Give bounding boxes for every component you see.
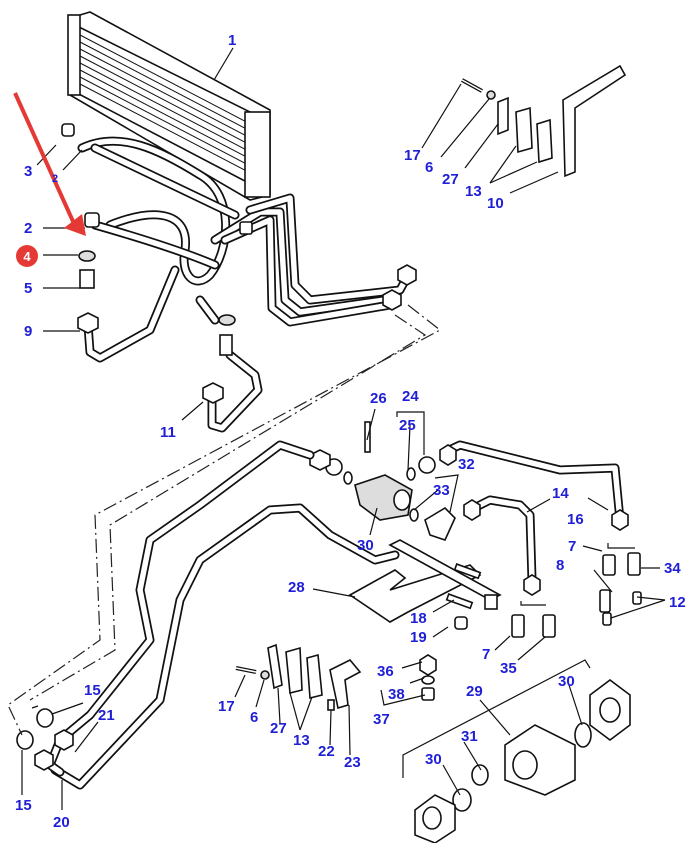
- callout-33[interactable]: 33: [433, 482, 450, 499]
- callout-27[interactable]: 27: [442, 171, 459, 188]
- callout-13[interactable]: 13: [465, 183, 482, 200]
- callout-25[interactable]: 25: [399, 417, 416, 434]
- callout-27-lower[interactable]: 27: [270, 720, 287, 737]
- upper-bracket-parts: [461, 64, 627, 178]
- lower-clamp-parts: [235, 643, 362, 711]
- callout-32[interactable]: 32: [458, 456, 475, 473]
- callout-8[interactable]: 8: [556, 557, 565, 574]
- callout-18[interactable]: 18: [410, 610, 427, 627]
- callout-35[interactable]: 35: [500, 660, 517, 677]
- callout-5[interactable]: 5: [24, 280, 33, 297]
- callout-7-upper[interactable]: 7: [568, 538, 577, 555]
- callout-36[interactable]: 36: [377, 663, 394, 680]
- callout-14[interactable]: 14: [552, 485, 569, 502]
- callout-20[interactable]: 20: [53, 814, 70, 831]
- pipes-14-16: [439, 440, 629, 596]
- callout-6-lower[interactable]: 6: [250, 709, 259, 726]
- callout-17-lower[interactable]: 17: [218, 698, 235, 715]
- highlight-arrow: [13, 92, 86, 236]
- valve-assembly: [309, 421, 456, 541]
- callout-28[interactable]: 28: [288, 579, 305, 596]
- callout-15-upper[interactable]: 15: [84, 682, 101, 699]
- callout-2-hidden[interactable]: 2: [52, 173, 59, 185]
- connection-lines: [7, 304, 442, 736]
- callout-24[interactable]: 24: [402, 388, 419, 405]
- thermostat-housing: [414, 679, 631, 843]
- callout-31[interactable]: 31: [461, 728, 478, 745]
- callout-21[interactable]: 21: [98, 707, 115, 724]
- lower-pipes: [16, 440, 400, 790]
- oil-cooler: [67, 11, 271, 201]
- right-fittings: [511, 552, 642, 638]
- callout-30-right[interactable]: 30: [558, 673, 575, 690]
- callout-34[interactable]: 34: [664, 560, 681, 577]
- callout-12[interactable]: 12: [669, 594, 686, 611]
- callout-11[interactable]: 11: [160, 424, 176, 441]
- callout-9[interactable]: 9: [24, 323, 33, 340]
- callout-29[interactable]: 29: [466, 683, 483, 700]
- callout-1[interactable]: 1: [228, 32, 237, 49]
- callout-38[interactable]: 38: [388, 686, 405, 703]
- callout-17[interactable]: 17: [404, 147, 421, 164]
- callout-37[interactable]: 37: [373, 711, 390, 728]
- callout-7-lower[interactable]: 7: [482, 646, 491, 663]
- bracket-plate: [348, 539, 502, 630]
- callout-4-highlighted-badge[interactable]: 4: [16, 245, 38, 267]
- callout-30-left[interactable]: 30: [425, 751, 442, 768]
- leader-lines: [21, 47, 666, 810]
- upper-fittings: [61, 123, 417, 404]
- callout-13-lower[interactable]: 13: [293, 732, 310, 749]
- callout-23[interactable]: 23: [344, 754, 361, 771]
- callout-6[interactable]: 6: [425, 159, 434, 176]
- callout-2[interactable]: 2: [24, 220, 33, 237]
- bottom-small-parts: [419, 654, 437, 701]
- callout-19[interactable]: 19: [410, 629, 427, 646]
- upper-pipes: [77, 136, 413, 433]
- callout-3[interactable]: 3: [24, 163, 33, 180]
- callout-15-lower[interactable]: 15: [15, 797, 32, 814]
- callout-26[interactable]: 26: [370, 390, 387, 407]
- callout-10[interactable]: 10: [487, 195, 504, 212]
- callout-22[interactable]: 22: [318, 743, 335, 760]
- callout-30-valve[interactable]: 30: [357, 537, 374, 554]
- callout-16[interactable]: 16: [567, 511, 584, 528]
